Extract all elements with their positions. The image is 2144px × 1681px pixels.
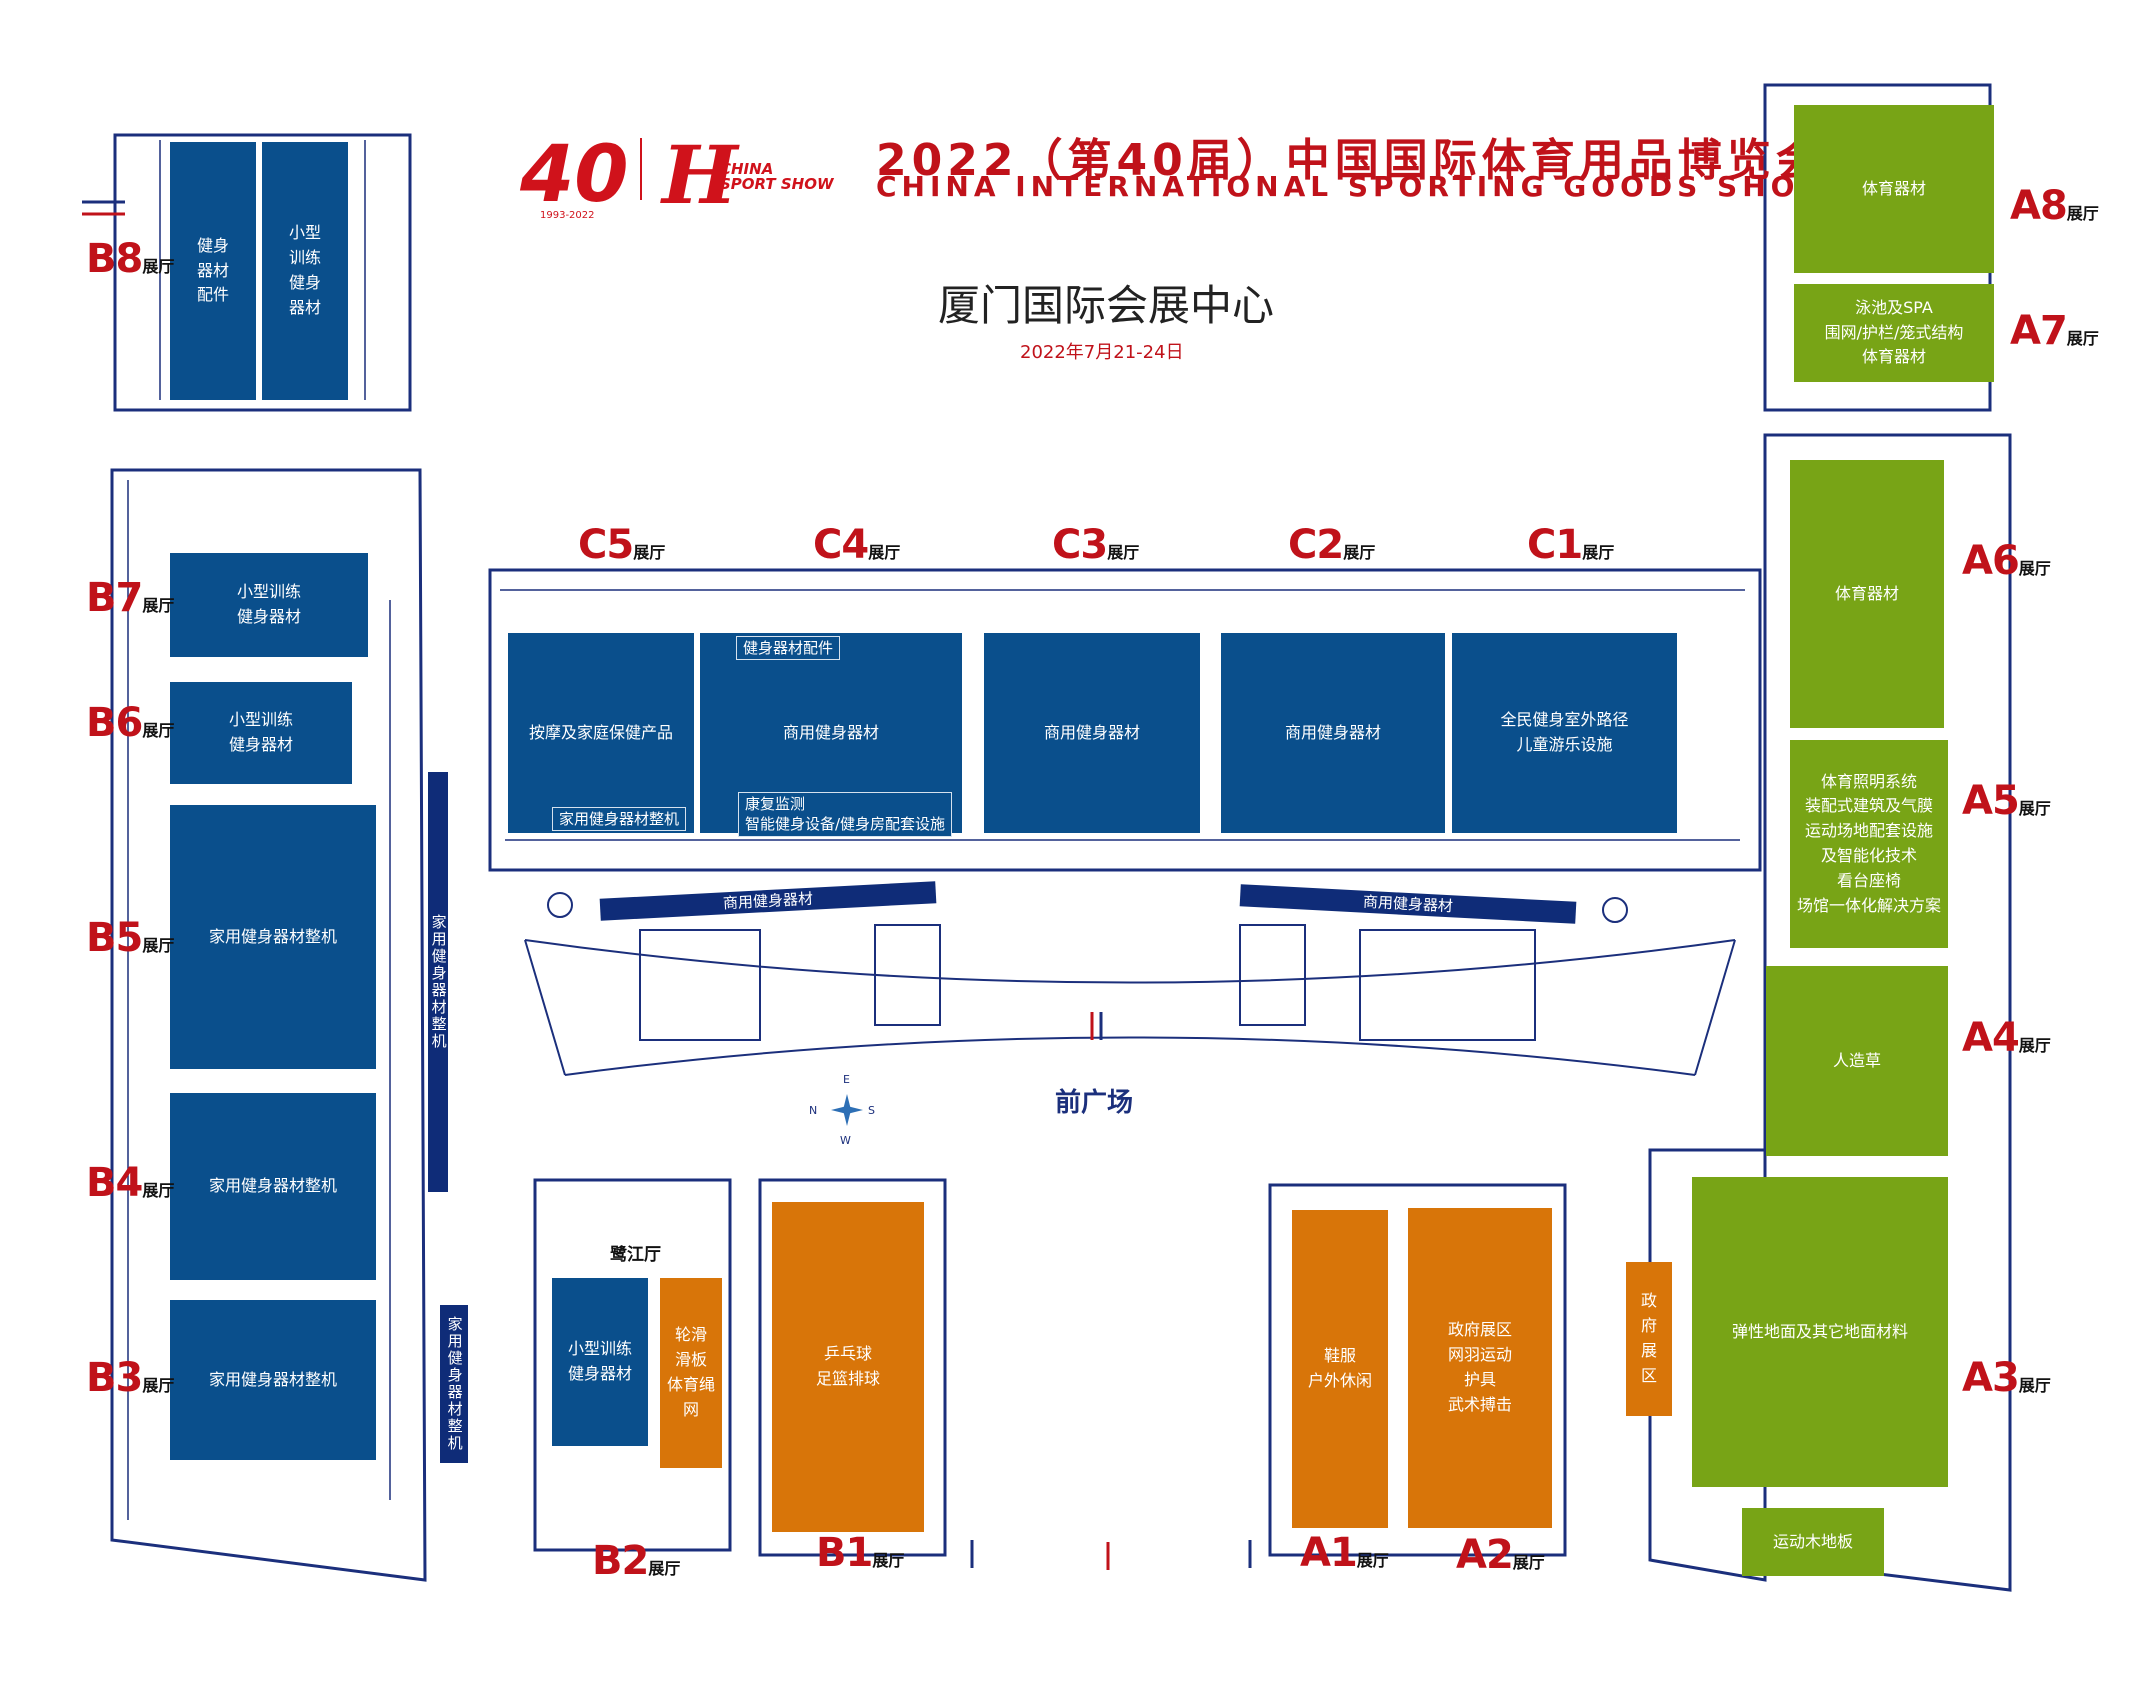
b5-area[interactable]: 家用健身器材整机 — [170, 805, 376, 1069]
b2-hall-name: 鹭江厅 — [610, 1245, 661, 1265]
hall-label-c5: C5展厅 — [578, 522, 666, 568]
b8-area-accessories[interactable]: 健身 器材 配件 — [170, 142, 256, 400]
b3-area[interactable]: 家用健身器材整机 — [170, 1300, 376, 1460]
sports-wood-floor-area[interactable]: 运动木地板 — [1742, 1508, 1884, 1576]
a3-area[interactable]: 弹性地面及其它地面材料 — [1692, 1177, 1948, 1487]
hall-label-a8: A8展厅 — [2010, 183, 2099, 229]
hall-label-a6: A6展厅 — [1962, 538, 2051, 584]
b-corridor-lower-area[interactable]: 家用健身器材整机 — [440, 1305, 468, 1463]
c4-subarea-bottom[interactable]: 康复监测 智能健身设备/健身房配套设施 — [738, 792, 953, 837]
brand-logo-mark: H — [662, 128, 738, 222]
page-title: 2022（第40届）中国国际体育用品博览会 — [876, 135, 1825, 186]
a2-area[interactable]: 政府展区 网羽运动 护具 武术搏击 — [1408, 1208, 1552, 1528]
hall-label-b4: B4展厅 — [86, 1160, 175, 1206]
a6-area[interactable]: 体育器材 — [1790, 460, 1944, 728]
hall-label-a3: A3展厅 — [1962, 1355, 2051, 1401]
event-date: 2022年7月21-24日 — [1020, 342, 1184, 363]
hall-label-c1: C1展厅 — [1527, 522, 1615, 568]
brand-logo-line2: SPORT SHOW — [720, 175, 834, 193]
hall-label-a1: A1展厅 — [1300, 1530, 1389, 1576]
b1-area[interactable]: 乒乓球 足篮排球 — [772, 1202, 924, 1532]
b6-area[interactable]: 小型训练 健身器材 — [170, 682, 352, 784]
c5-subarea[interactable]: 家用健身器材整机 — [552, 807, 687, 832]
compass-east: E — [843, 1073, 850, 1086]
a1-area[interactable]: 鞋服 户外休闲 — [1292, 1210, 1388, 1528]
b2-area-skating[interactable]: 轮滑 滑板 体育绳网 — [660, 1278, 722, 1468]
venue-name: 厦门国际会展中心 — [938, 281, 1275, 330]
hall-label-b6: B6展厅 — [86, 700, 175, 746]
b8-area-small-equipment[interactable]: 小型 训练 健身 器材 — [262, 142, 348, 400]
hall-label-a4: A4展厅 — [1962, 1015, 2051, 1061]
compass-west: W — [840, 1134, 851, 1147]
anniversary-years: 1993-2022 — [540, 210, 595, 221]
hall-label-a7: A7展厅 — [2010, 308, 2099, 354]
hall-label-b5: B5展厅 — [86, 915, 175, 961]
hall-label-c2: C2展厅 — [1288, 522, 1376, 568]
anniversary-logo: 40 — [520, 130, 629, 220]
a7-area[interactable]: 泳池及SPA 围网/护栏/笼式结构 体育器材 — [1794, 284, 1994, 382]
hall-label-c4: C4展厅 — [813, 522, 901, 568]
hall-label-b7: B7展厅 — [86, 575, 175, 621]
front-plaza-label: 前广场 — [1055, 1088, 1134, 1118]
c3-area[interactable]: 商用健身器材 — [984, 633, 1200, 833]
hall-label-b8: B8展厅 — [86, 236, 175, 282]
hall-label-a5: A5展厅 — [1962, 778, 2051, 824]
c2-area[interactable]: 商用健身器材 — [1221, 633, 1445, 833]
page-subtitle: CHINA INTERNATIONAL SPORTING GOODS SHOW … — [876, 170, 1949, 203]
b7-area[interactable]: 小型训练 健身器材 — [170, 553, 368, 657]
c5-area[interactable]: 按摩及家庭保健产品 — [508, 633, 694, 833]
c4-subarea-top[interactable]: 健身器材配件 — [736, 636, 841, 661]
hall-label-a2: A2展厅 — [1456, 1532, 1545, 1578]
b-corridor-upper-area[interactable]: 家用健身器材整机 — [428, 772, 448, 1192]
logo-separator — [640, 138, 642, 200]
a5-area[interactable]: 体育照明系统 装配式建筑及气膜 运动场地配套设施 及智能化技术 看台座椅 场馆一… — [1790, 740, 1948, 948]
hall-label-b2: B2展厅 — [592, 1538, 681, 1584]
hall-label-b3: B3展厅 — [86, 1355, 175, 1401]
a4-area[interactable]: 人造草 — [1766, 966, 1948, 1156]
c1-area[interactable]: 全民健身室外路径 儿童游乐设施 — [1452, 633, 1677, 833]
compass-north: N — [809, 1104, 818, 1117]
a8-area[interactable]: 体育器材 — [1794, 105, 1994, 273]
b4-area[interactable]: 家用健身器材整机 — [170, 1093, 376, 1280]
brand-logo-line1: CHINA — [720, 160, 774, 178]
government-area[interactable]: 政 府 展 区 — [1626, 1262, 1672, 1416]
b2-area-small-equipment[interactable]: 小型训练 健身器材 — [552, 1278, 648, 1446]
compass-rose — [831, 1094, 863, 1126]
hall-label-b1: B1展厅 — [816, 1530, 905, 1576]
hall-label-c3: C3展厅 — [1052, 522, 1140, 568]
compass-south: S — [868, 1104, 875, 1117]
